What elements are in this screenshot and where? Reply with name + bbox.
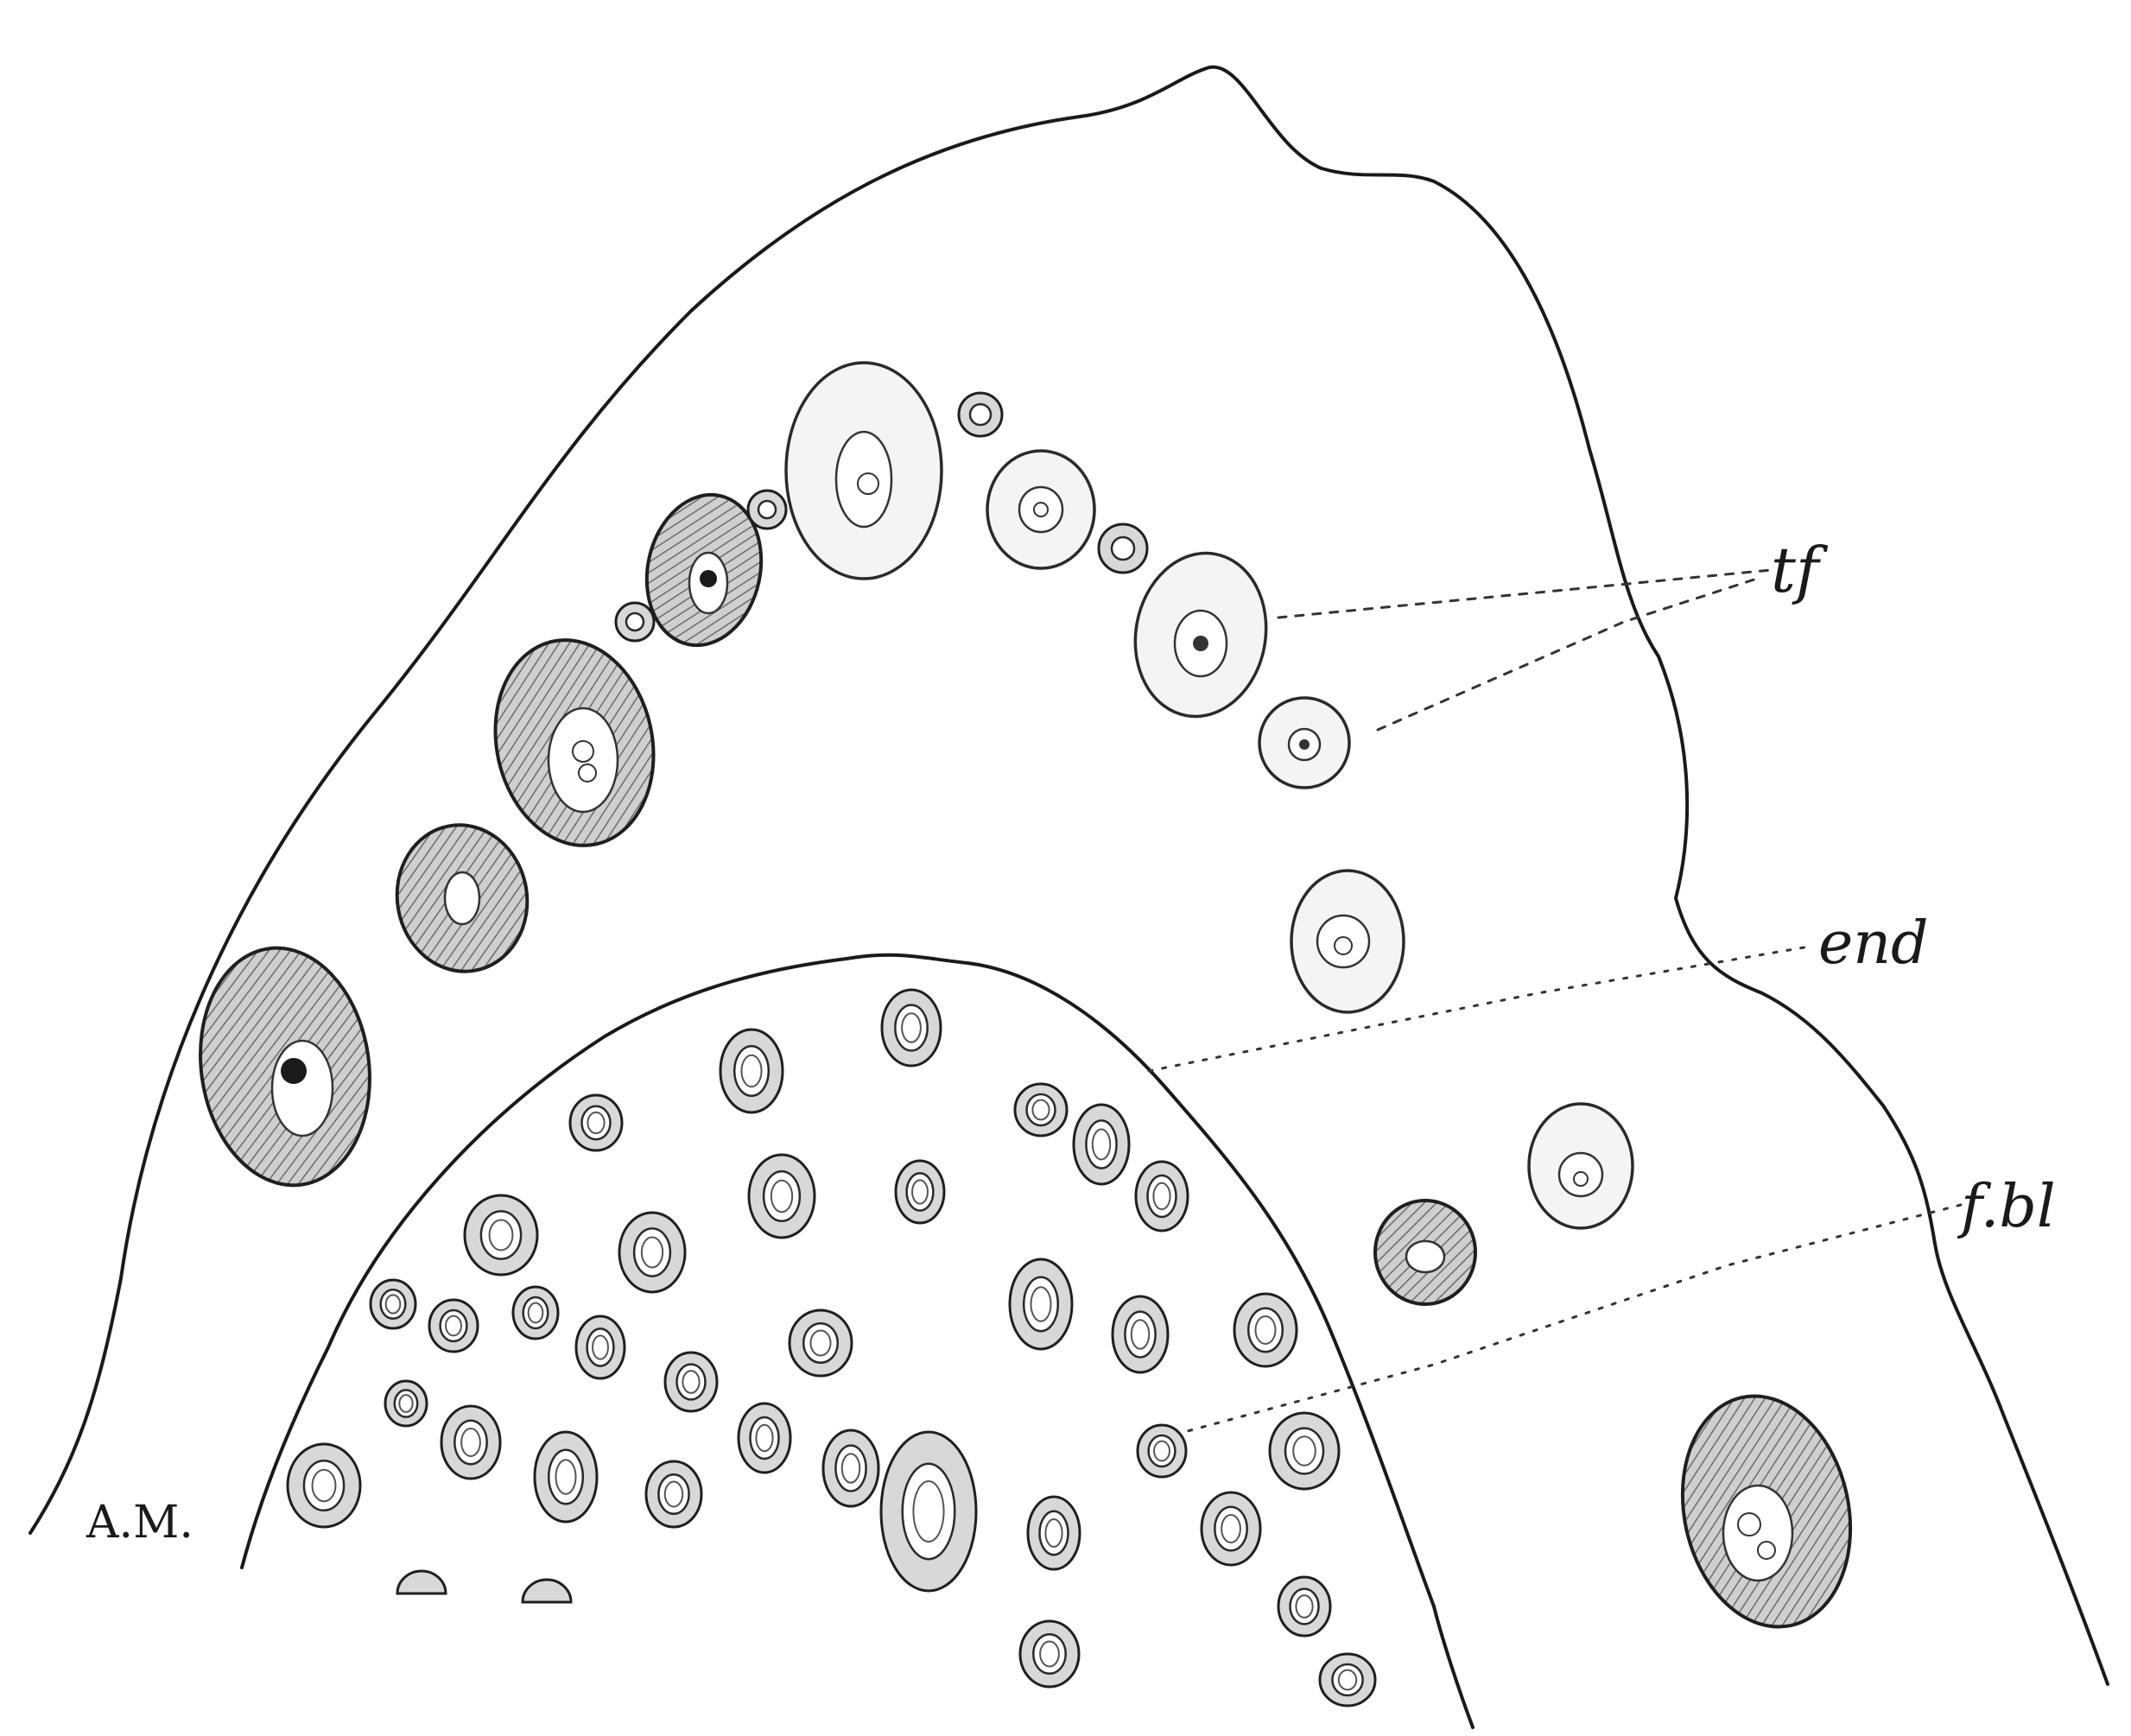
cluster-cell [1010,1259,1072,1349]
cluster-cell [1028,1497,1080,1569]
cluster-cell [1138,1425,1186,1477]
small-cell-arc-2 [748,491,786,529]
cluster-cell [720,1030,783,1112]
cluster-cell [1020,1621,1079,1687]
cluster-cell [1136,1162,1188,1231]
leader-line-tf-2 [1378,577,1762,730]
cluster-cell [749,1155,815,1238]
label-tf: tf [1771,534,1829,606]
small-cell-arc-1 [959,393,1002,436]
cluster-cell [441,1406,500,1479]
cluster-cell [371,1280,415,1328]
primary-follicle-right [1662,1380,1871,1643]
oocyte-upper-right [987,451,1094,568]
label-fbl: f.bl [1957,1173,2056,1241]
cluster-cell [1320,1654,1375,1706]
label-am: A.M. [86,1497,193,1549]
follicle-cell-right-dark [1375,1201,1475,1304]
cluster-cell [465,1195,537,1275]
leader-line-tf-1 [1278,570,1771,618]
small-cell-arc-4 [616,603,654,641]
cluster-cell [429,1300,478,1352]
cluster-cell [739,1403,790,1473]
primary-follicle-mid [385,814,538,981]
cluster-cell [619,1213,685,1292]
partial-cell-bottom-2 [523,1580,571,1602]
cluster-cell [513,1287,558,1339]
primary-follicle-upper [477,625,672,860]
cluster-cell [790,1310,852,1376]
cluster-cell [288,1444,360,1527]
oocyte-tf-1 [1123,542,1279,726]
cluster-cell [1202,1492,1260,1565]
oocyte-right-mid [1529,1104,1633,1228]
cluster-cells [288,990,1375,1706]
oocyte-top-large [786,363,942,579]
cluster-cell [1278,1577,1330,1636]
cluster-cell [1015,1084,1067,1136]
cluster-cell [896,1161,944,1223]
partial-cell-bottom-1 [397,1571,446,1593]
primary-follicle-left [186,937,385,1196]
cluster-cell [576,1316,625,1378]
cluster-cell [1113,1296,1168,1372]
oocyte-end [1291,871,1404,1012]
small-cell-arc-3 [1099,524,1147,573]
cluster-cell [882,990,941,1066]
cluster-cell [646,1461,701,1527]
oocyte-tf-2 [1259,698,1349,788]
cluster-cell [1074,1105,1129,1184]
cluster-cell [385,1381,427,1426]
cluster-cell [665,1353,717,1411]
cluster-cell [1234,1294,1297,1366]
label-end: end [1818,909,1929,978]
cluster-cell [823,1430,878,1506]
cluster-cell [1270,1413,1339,1489]
cluster-cell [570,1095,622,1150]
cluster-cell [535,1432,597,1522]
cluster-cell [881,1432,976,1591]
